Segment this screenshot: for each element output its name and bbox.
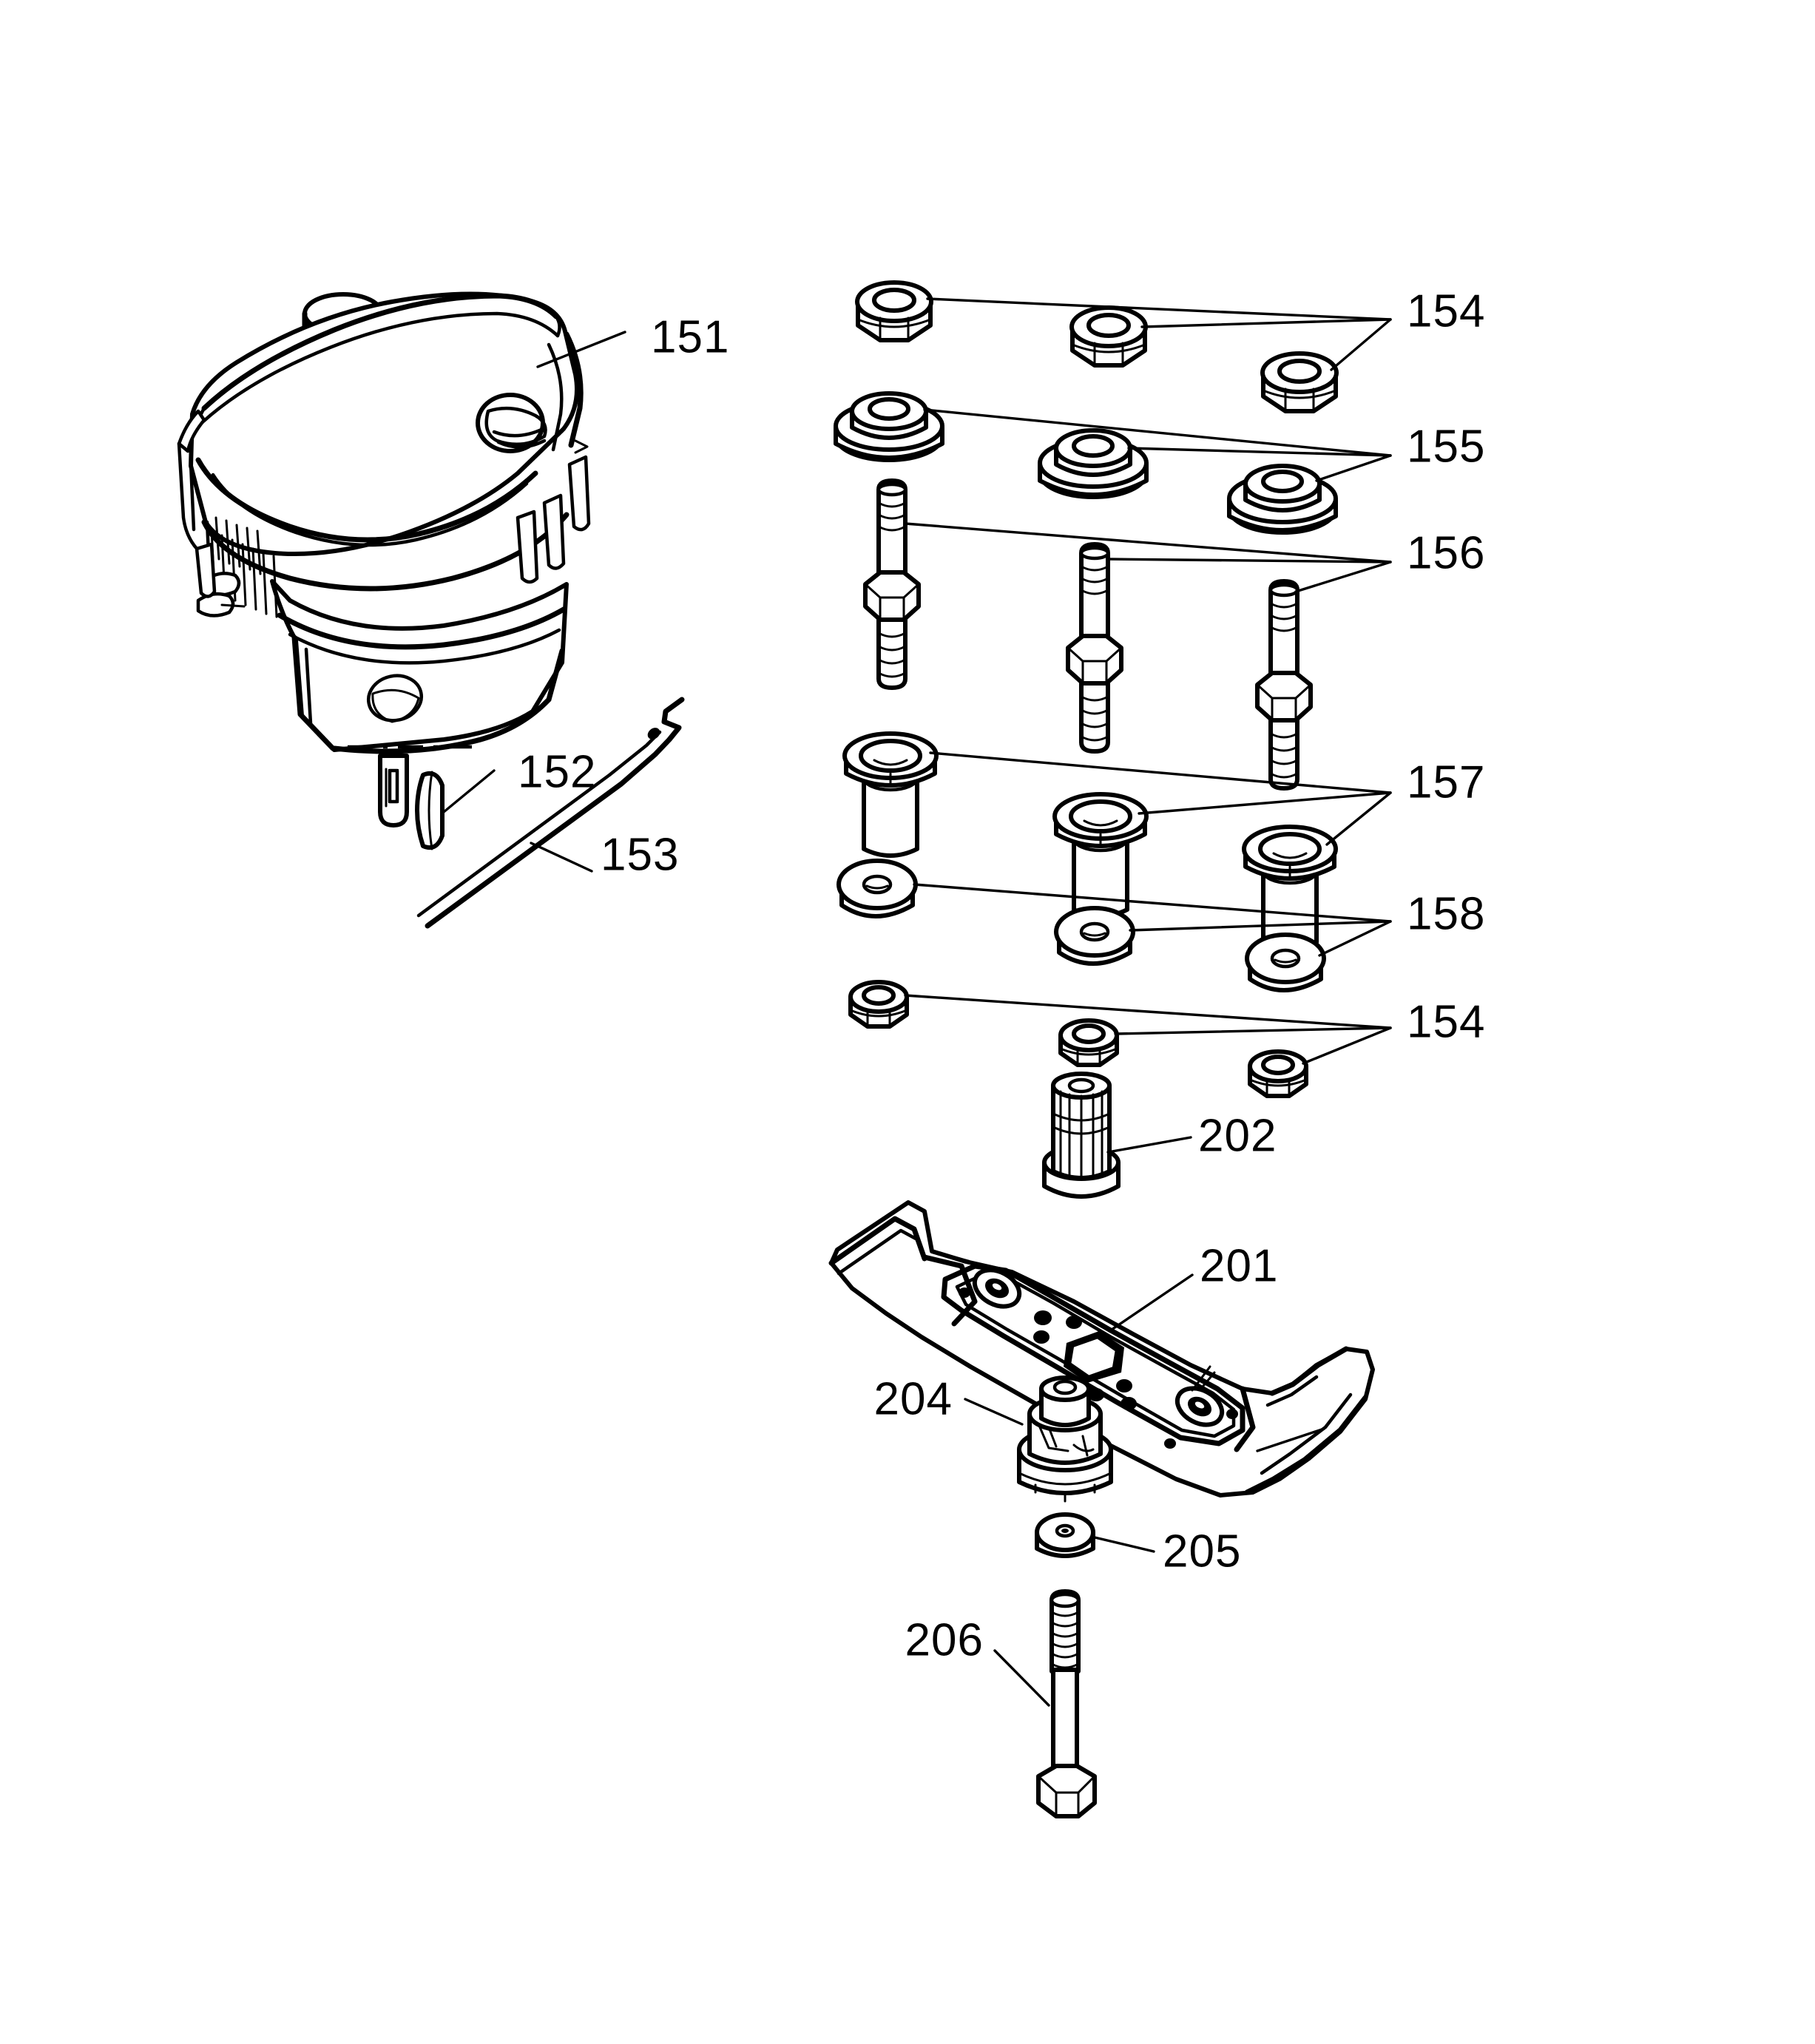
callout-153: 153 bbox=[601, 829, 679, 880]
leader-152 bbox=[442, 769, 496, 813]
leader-206 bbox=[993, 1649, 1050, 1707]
hex-lock-nut bbox=[1260, 351, 1339, 413]
flat-washer bbox=[1245, 933, 1326, 992]
hex-lock-nut-row-top bbox=[855, 280, 1392, 413]
blade-mount-hole-right bbox=[1174, 1386, 1225, 1427]
blade-washer-205 bbox=[1035, 1512, 1095, 1558]
leader-201 bbox=[1108, 1273, 1194, 1333]
callout-206: 206 bbox=[905, 1614, 984, 1665]
flanged-shoulder-washer bbox=[834, 391, 944, 462]
leader-151 bbox=[536, 331, 626, 368]
shoulder-washer-row-155 bbox=[834, 391, 1392, 535]
leader-153 bbox=[530, 842, 593, 873]
engine-assembly-151 bbox=[177, 291, 591, 828]
mower-blade-201 bbox=[828, 1200, 1375, 1498]
callout-154-top: 154 bbox=[1407, 285, 1485, 336]
flat-washer-row-158 bbox=[836, 859, 1392, 992]
callout-205: 205 bbox=[1163, 1526, 1241, 1577]
flat-washer bbox=[1054, 906, 1135, 966]
blade-adapter-shaft-202 bbox=[1042, 1072, 1121, 1199]
callout-151: 151 bbox=[651, 311, 729, 362]
hex-lock-nut-row-lower bbox=[848, 980, 1392, 1098]
hex-lock-nut bbox=[1248, 1049, 1308, 1098]
blade-bolt-206 bbox=[1036, 1589, 1097, 1818]
flat-washer bbox=[836, 859, 918, 918]
crankshaft-stub bbox=[378, 754, 409, 828]
leader-204 bbox=[964, 1398, 1024, 1426]
blade-hub-adapter-204 bbox=[1017, 1375, 1113, 1503]
hex-lock-nut bbox=[855, 280, 933, 342]
callout-labels: 151 152 153 154 155 156 157 158 154 202 … bbox=[518, 285, 1485, 1665]
callout-154-lower: 154 bbox=[1407, 996, 1485, 1047]
flanged-bushing bbox=[1242, 825, 1338, 951]
double-end-stud bbox=[1066, 542, 1123, 754]
callout-158: 158 bbox=[1407, 888, 1485, 939]
callout-204: 204 bbox=[874, 1373, 953, 1424]
crankshaft-key-152 bbox=[415, 771, 445, 850]
blade-wing-pointer bbox=[1256, 1427, 1325, 1452]
ground-wire-153 bbox=[416, 697, 685, 929]
callout-155: 155 bbox=[1407, 421, 1485, 472]
block-boss-icon bbox=[366, 674, 424, 723]
double-end-stud bbox=[1255, 579, 1313, 791]
hex-lock-nut bbox=[848, 980, 909, 1029]
flanged-shoulder-washer bbox=[1038, 428, 1149, 499]
callout-201: 201 bbox=[1200, 1240, 1278, 1291]
leader-205 bbox=[1090, 1535, 1155, 1553]
callout-157: 157 bbox=[1407, 757, 1485, 808]
hex-lock-nut bbox=[1069, 305, 1148, 368]
callout-156: 156 bbox=[1407, 527, 1485, 578]
flanged-bushing bbox=[842, 731, 939, 858]
leader-202 bbox=[1106, 1136, 1192, 1154]
callout-152: 152 bbox=[518, 746, 596, 797]
cooling-fins bbox=[205, 516, 278, 618]
stud-row-156 bbox=[863, 478, 1392, 791]
callout-202: 202 bbox=[1198, 1110, 1277, 1161]
hex-lock-nut bbox=[1058, 1018, 1119, 1067]
double-end-stud bbox=[863, 478, 921, 690]
blade-mount-hole-left bbox=[972, 1268, 1022, 1309]
flanged-shoulder-washer bbox=[1227, 464, 1338, 535]
shroud-handle-icon bbox=[476, 393, 547, 453]
